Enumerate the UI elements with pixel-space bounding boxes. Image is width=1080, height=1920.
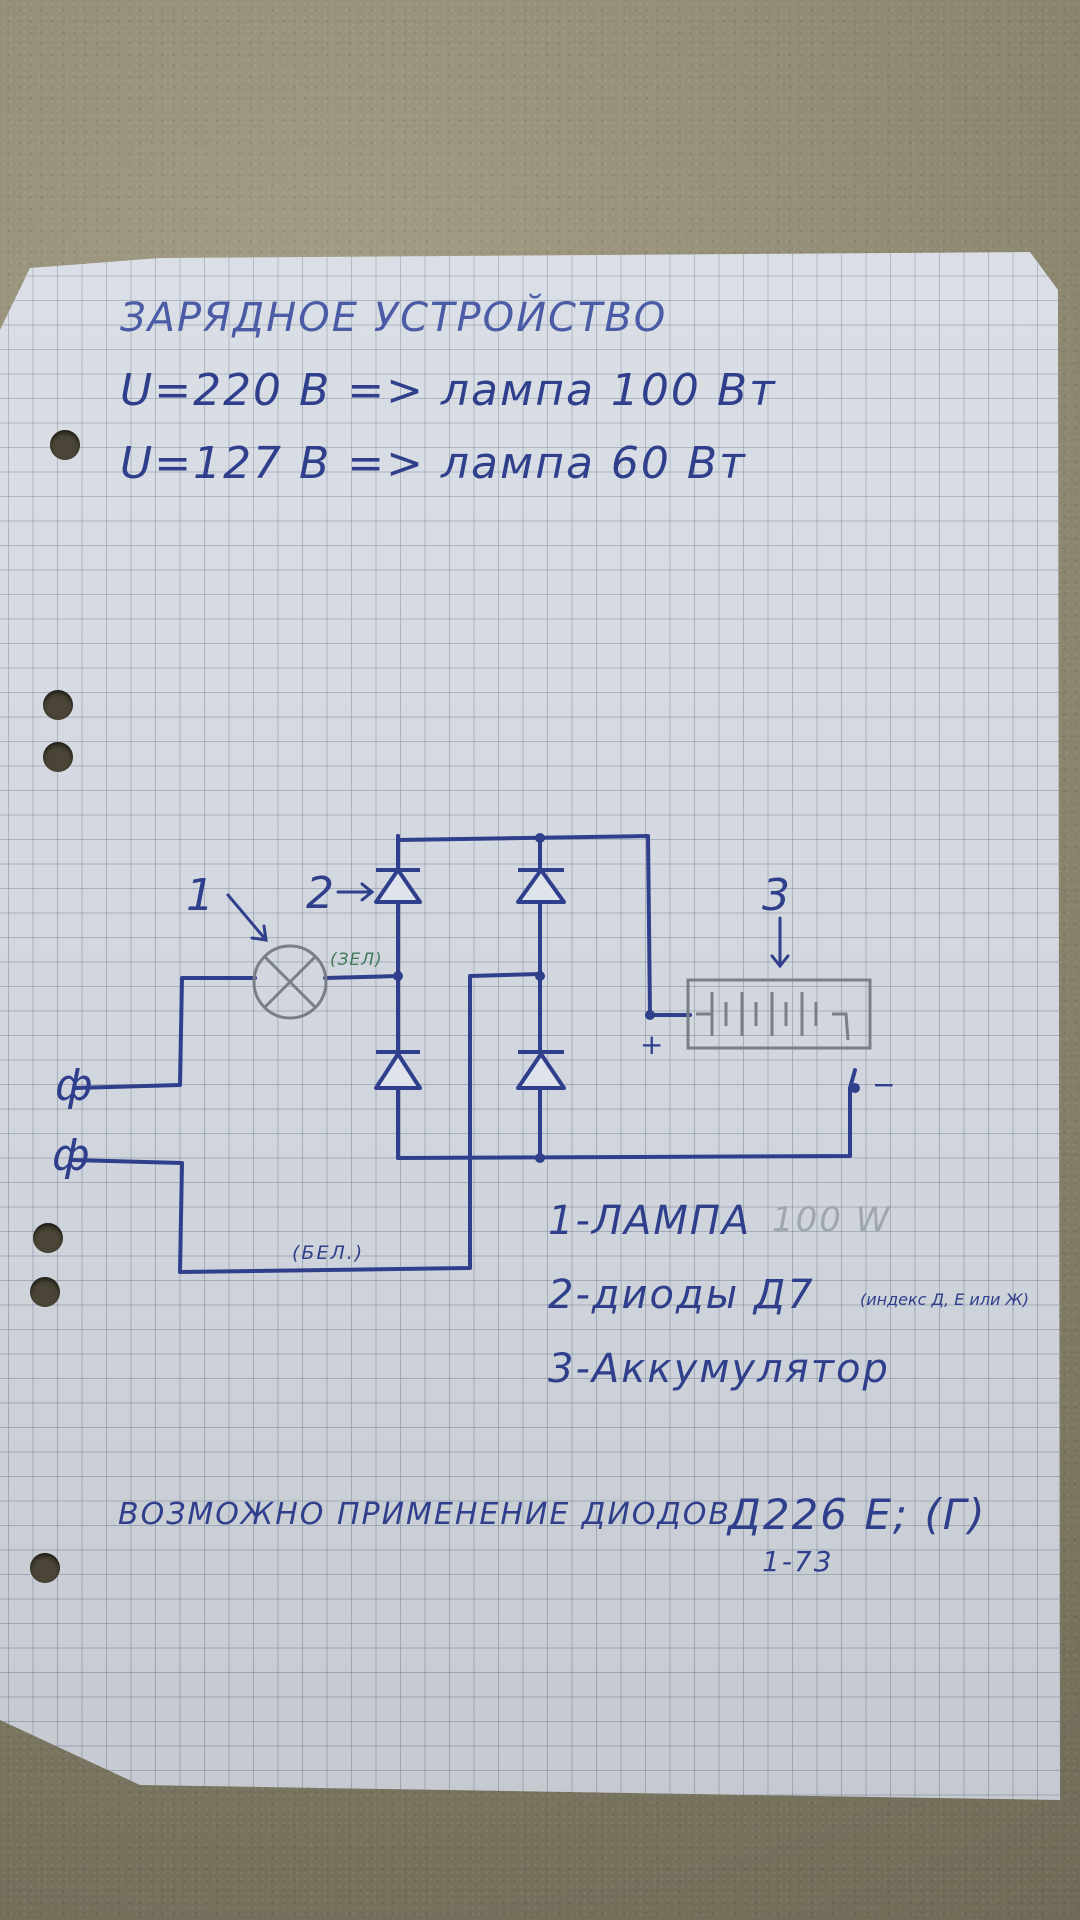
junction-dot [850,1083,860,1093]
legend-item-lamp-power: 100 W [772,1200,892,1240]
battery-symbol [686,978,872,1050]
diode-d3 [374,1050,422,1090]
wire-input-1 [73,976,257,1090]
punch-hole [30,1277,60,1307]
junction-dot [535,833,545,843]
legend-item-battery: 3-Аккумулятор [548,1346,890,1392]
punch-hole [30,1553,60,1583]
note-line-220v: U=220 В => лампа 100 Вт [120,365,777,416]
battery-minus-sign: − [872,1068,898,1101]
junction-dot [645,1010,655,1020]
input-terminal-1: ф [55,1060,95,1111]
battery-plus-sign: + [640,1028,666,1061]
footer-part-number: Д226 Е; (Г) [728,1490,987,1539]
junction-dot [535,971,545,981]
callout-arrow-battery [770,916,790,969]
wire-label-green: (ЗЕЛ) [330,950,383,970]
lamp-symbol [252,944,328,1020]
note-line-127v: U=127 В => лампа 60 Вт [120,438,747,489]
legend-item-diodes: 2-диоды Д7 [548,1272,815,1318]
wire-label-white: (БЕЛ.) [292,1242,365,1264]
callout-arrow-lamp [226,893,268,942]
wire-top-rail [396,834,652,1017]
note-title: ЗАРЯДНОЕ УСТРОЙСТВО [120,295,668,341]
diode-d4 [516,1050,566,1090]
wire-input-2 [70,972,542,1274]
junction-dot [393,971,403,981]
punch-hole [50,430,80,460]
punch-hole [43,742,73,772]
legend-item-diodes-index: (индекс Д, Е или Ж) [860,1290,1030,1309]
diode-d2 [516,868,566,904]
callout-arrow-diode [336,882,375,902]
wire-bottom-rail [396,1086,852,1160]
punch-hole [33,1223,63,1253]
input-terminal-2: ф [52,1130,92,1181]
diode-d1 [374,868,422,904]
wire-lamp-to-bridge [323,974,400,980]
callout-label-battery: 3 [762,870,792,921]
wire-battery-minus [848,1068,857,1090]
footer-note: ВОЗМОЖНО ПРИМЕНЕНИЕ ДИОДОВ [118,1497,732,1532]
footer-part-sub: 1-73 [762,1545,834,1578]
punch-hole [43,690,73,720]
junction-dot [535,1153,545,1163]
callout-label-diodes: 2 [306,868,336,919]
callout-label-lamp: 1 [186,870,216,921]
legend-item-lamp: 1-ЛАМПА [548,1198,752,1244]
